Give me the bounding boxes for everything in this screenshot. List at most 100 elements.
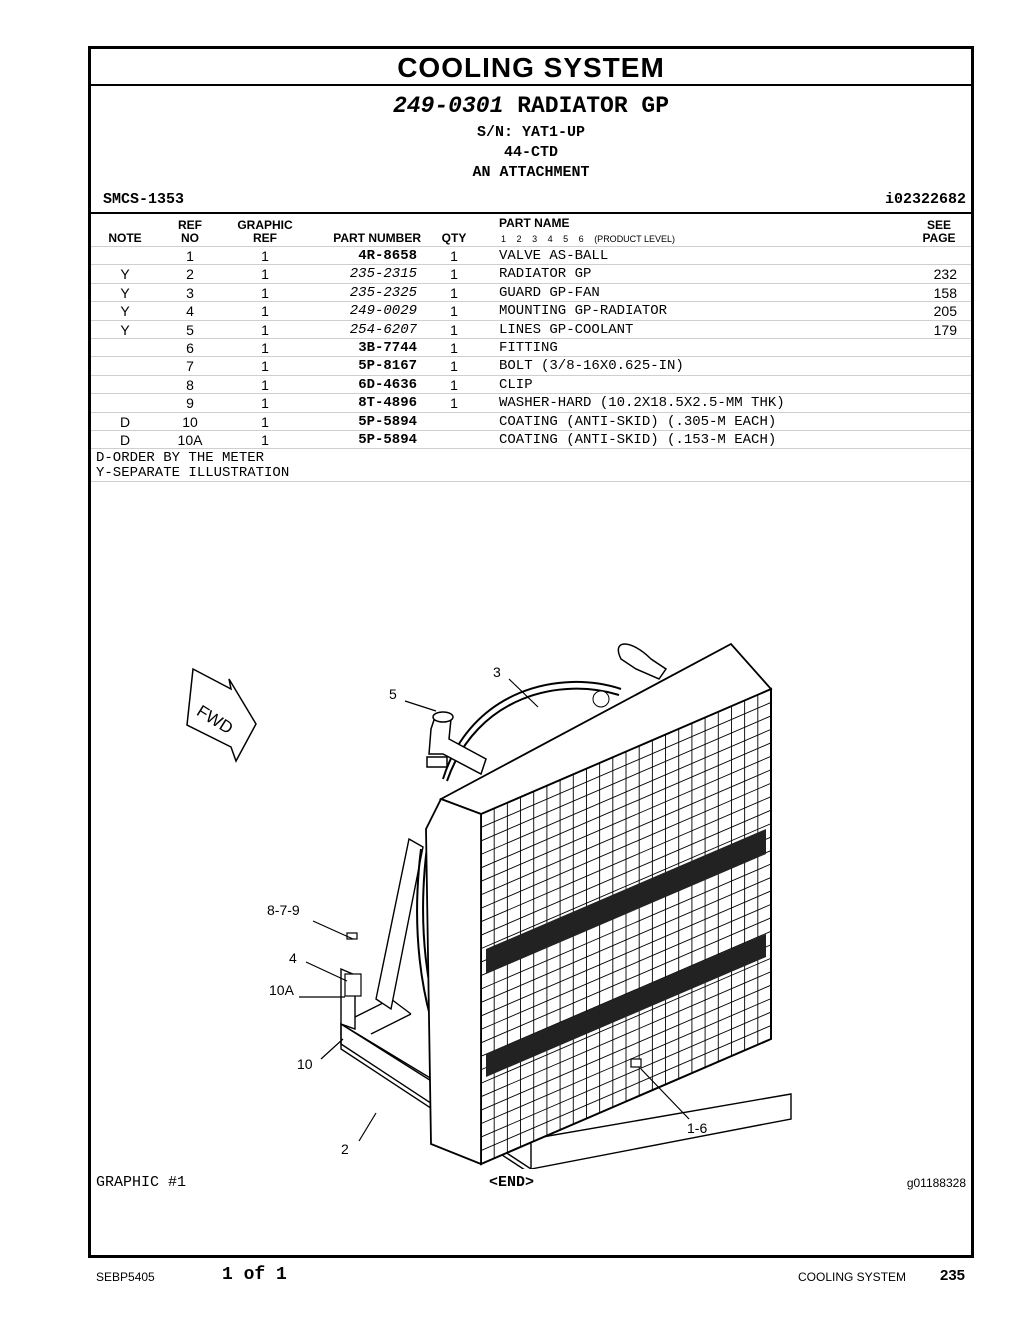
grid-mesh-horizontal	[480, 903, 772, 1030]
row-qty: 1	[450, 358, 458, 375]
row-ref-no: 5	[186, 321, 194, 338]
page-frame: COOLING SYSTEM 249-0301 RADIATOR GP S/N:…	[88, 46, 974, 1258]
row-part-name: LINES GP-COOLANT	[499, 321, 634, 338]
parts-illustration: FWD	[91, 529, 971, 1176]
level-6: 6	[578, 234, 584, 244]
grid-mesh-horizontal	[480, 796, 772, 923]
row-qty: 1	[450, 395, 458, 412]
product-levels: 1 2 3 4 5 6 (PRODUCT LEVEL)	[501, 234, 683, 244]
row-qty: 1	[450, 376, 458, 393]
row-see-page: 232	[933, 266, 957, 283]
row-part-name: FITTING	[499, 339, 558, 356]
grid-mesh-horizontal	[480, 863, 772, 990]
model-code: 44-CTD	[503, 144, 558, 161]
grid-mesh-horizontal	[480, 809, 772, 936]
footer-section: COOLING SYSTEM	[798, 1270, 907, 1284]
grid-mesh-horizontal	[480, 702, 772, 828]
grid-mesh-horizontal	[480, 728, 772, 855]
serial-number: S/N: YAT1-UP	[476, 124, 586, 141]
row-ref-no: 7	[186, 358, 194, 375]
col-ref-bottom: NO	[181, 231, 199, 245]
grid-mesh-horizontal	[480, 984, 772, 1111]
row-part-number: 3B-7744	[358, 339, 417, 356]
callout-2: 2	[341, 1141, 349, 1157]
callout-10a: 10A	[269, 982, 295, 998]
row-part-number: 5P-5894	[358, 413, 417, 430]
row-ref-no: 8	[186, 376, 194, 393]
level-5: 5	[563, 234, 569, 244]
group-part-number: 249-0301	[392, 93, 504, 119]
row-qty: 1	[450, 339, 458, 356]
grid-mesh-horizontal	[480, 917, 772, 1044]
row-graphic-ref: 1	[261, 395, 269, 412]
graphic-label: GRAPHIC #1	[96, 1174, 187, 1191]
row-graphic-ref: 1	[261, 376, 269, 393]
group-title: 249-0301 RADIATOR GP	[91, 89, 971, 123]
row-qty: 1	[450, 284, 458, 301]
table-row: 8 1 6D-4636 1 CLIP	[91, 374, 971, 393]
row-part-name: RADIATOR GP	[499, 266, 592, 283]
col-part-name: PART NAME	[499, 216, 570, 230]
product-level-label: (PRODUCT LEVEL)	[594, 234, 676, 244]
row-part-name: VALVE AS-BALL	[499, 248, 609, 264]
row-note: Y	[120, 303, 130, 320]
footer-page-number: 235	[940, 1267, 966, 1284]
group-header: 249-0301 RADIATOR GP S/N: YAT1-UP 44-CTD…	[91, 89, 971, 183]
row-part-number: 235-2315	[349, 266, 417, 283]
row-part-number: 235-2325	[349, 284, 417, 301]
row-graphic-ref: 1	[261, 266, 269, 283]
fwd-arrow-icon: FWD	[186, 667, 257, 763]
row-ref-no: 9	[186, 395, 194, 412]
row-part-number: 254-6207	[349, 321, 417, 338]
grid-mesh-horizontal	[480, 1011, 772, 1138]
radiator-core	[425, 642, 773, 1166]
row-part-name: COATING (ANTI-SKID) (.153-M EACH)	[499, 431, 777, 448]
graphic-id: g01188328	[906, 1176, 966, 1190]
note-y: Y-SEPARATE ILLUSTRATION	[96, 465, 290, 481]
row-ref-no: 10	[182, 413, 198, 430]
col-ref-top: REF	[178, 218, 202, 232]
col-graphic-bottom: REF	[253, 231, 277, 245]
grid-mesh-horizontal	[480, 957, 772, 1084]
coolant-lines	[426, 643, 668, 776]
row-note: D	[119, 431, 131, 448]
smcs-code: SMCS-1353	[103, 191, 185, 208]
grid-mesh-horizontal	[480, 782, 772, 909]
level-1: 1	[501, 234, 507, 244]
row-graphic-ref: 1	[261, 303, 269, 320]
row-part-number: 5P-5894	[358, 431, 417, 448]
row-graphic-ref: 1	[261, 339, 269, 356]
illustration-id: i02322682	[884, 191, 966, 208]
callout-leaders	[299, 678, 690, 1142]
row-part-number: 6D-4636	[358, 376, 417, 393]
row-qty: 1	[450, 248, 458, 264]
grid-mesh-horizontal	[480, 971, 772, 1098]
grid-mesh-horizontal	[480, 715, 772, 842]
grid-mesh-horizontal	[480, 998, 772, 1125]
row-part-name: CLIP	[499, 376, 533, 393]
grid-mesh-horizontal	[480, 890, 772, 1017]
grid-mesh-horizontal	[480, 1025, 772, 1151]
row-note: Y	[120, 266, 130, 283]
grid-mesh-horizontal	[480, 755, 772, 882]
callout-4: 4	[289, 950, 297, 966]
row-graphic-ref: 1	[261, 413, 269, 430]
title-band: COOLING SYSTEM	[91, 49, 971, 86]
col-note: NOTE	[108, 231, 142, 245]
hardware	[344, 932, 642, 1068]
row-note: Y	[120, 284, 130, 301]
row-qty: 1	[450, 266, 458, 283]
page-title: COOLING SYSTEM	[397, 52, 665, 83]
row-part-name: MOUNTING GP-RADIATOR	[499, 303, 668, 320]
row-note: D	[119, 413, 131, 430]
col-qty: QTY	[441, 231, 467, 245]
row-ref-no: 10A	[177, 431, 203, 448]
callout-5: 5	[389, 686, 397, 702]
callout-3: 3	[493, 664, 501, 680]
